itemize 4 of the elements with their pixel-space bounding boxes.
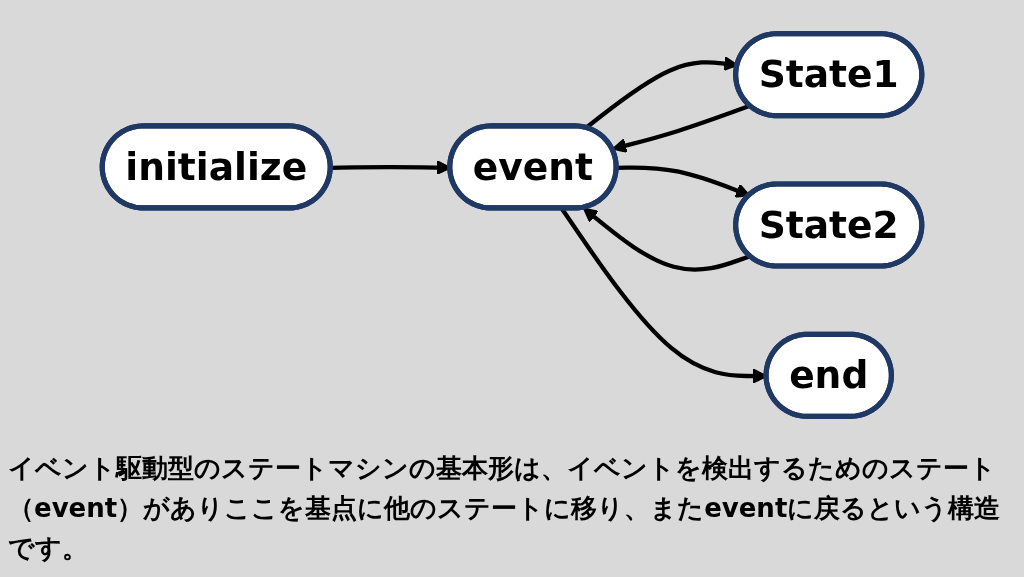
caption: イベント駆動型のステートマシンの基本形は、イベントを検出するためのステート（event）がありここを基点に他のステートに移り、またeventに戻るという構造です。 [8, 452, 1002, 565]
arrow [616, 165, 751, 198]
arrow [611, 103, 751, 153]
arrow [582, 207, 751, 272]
